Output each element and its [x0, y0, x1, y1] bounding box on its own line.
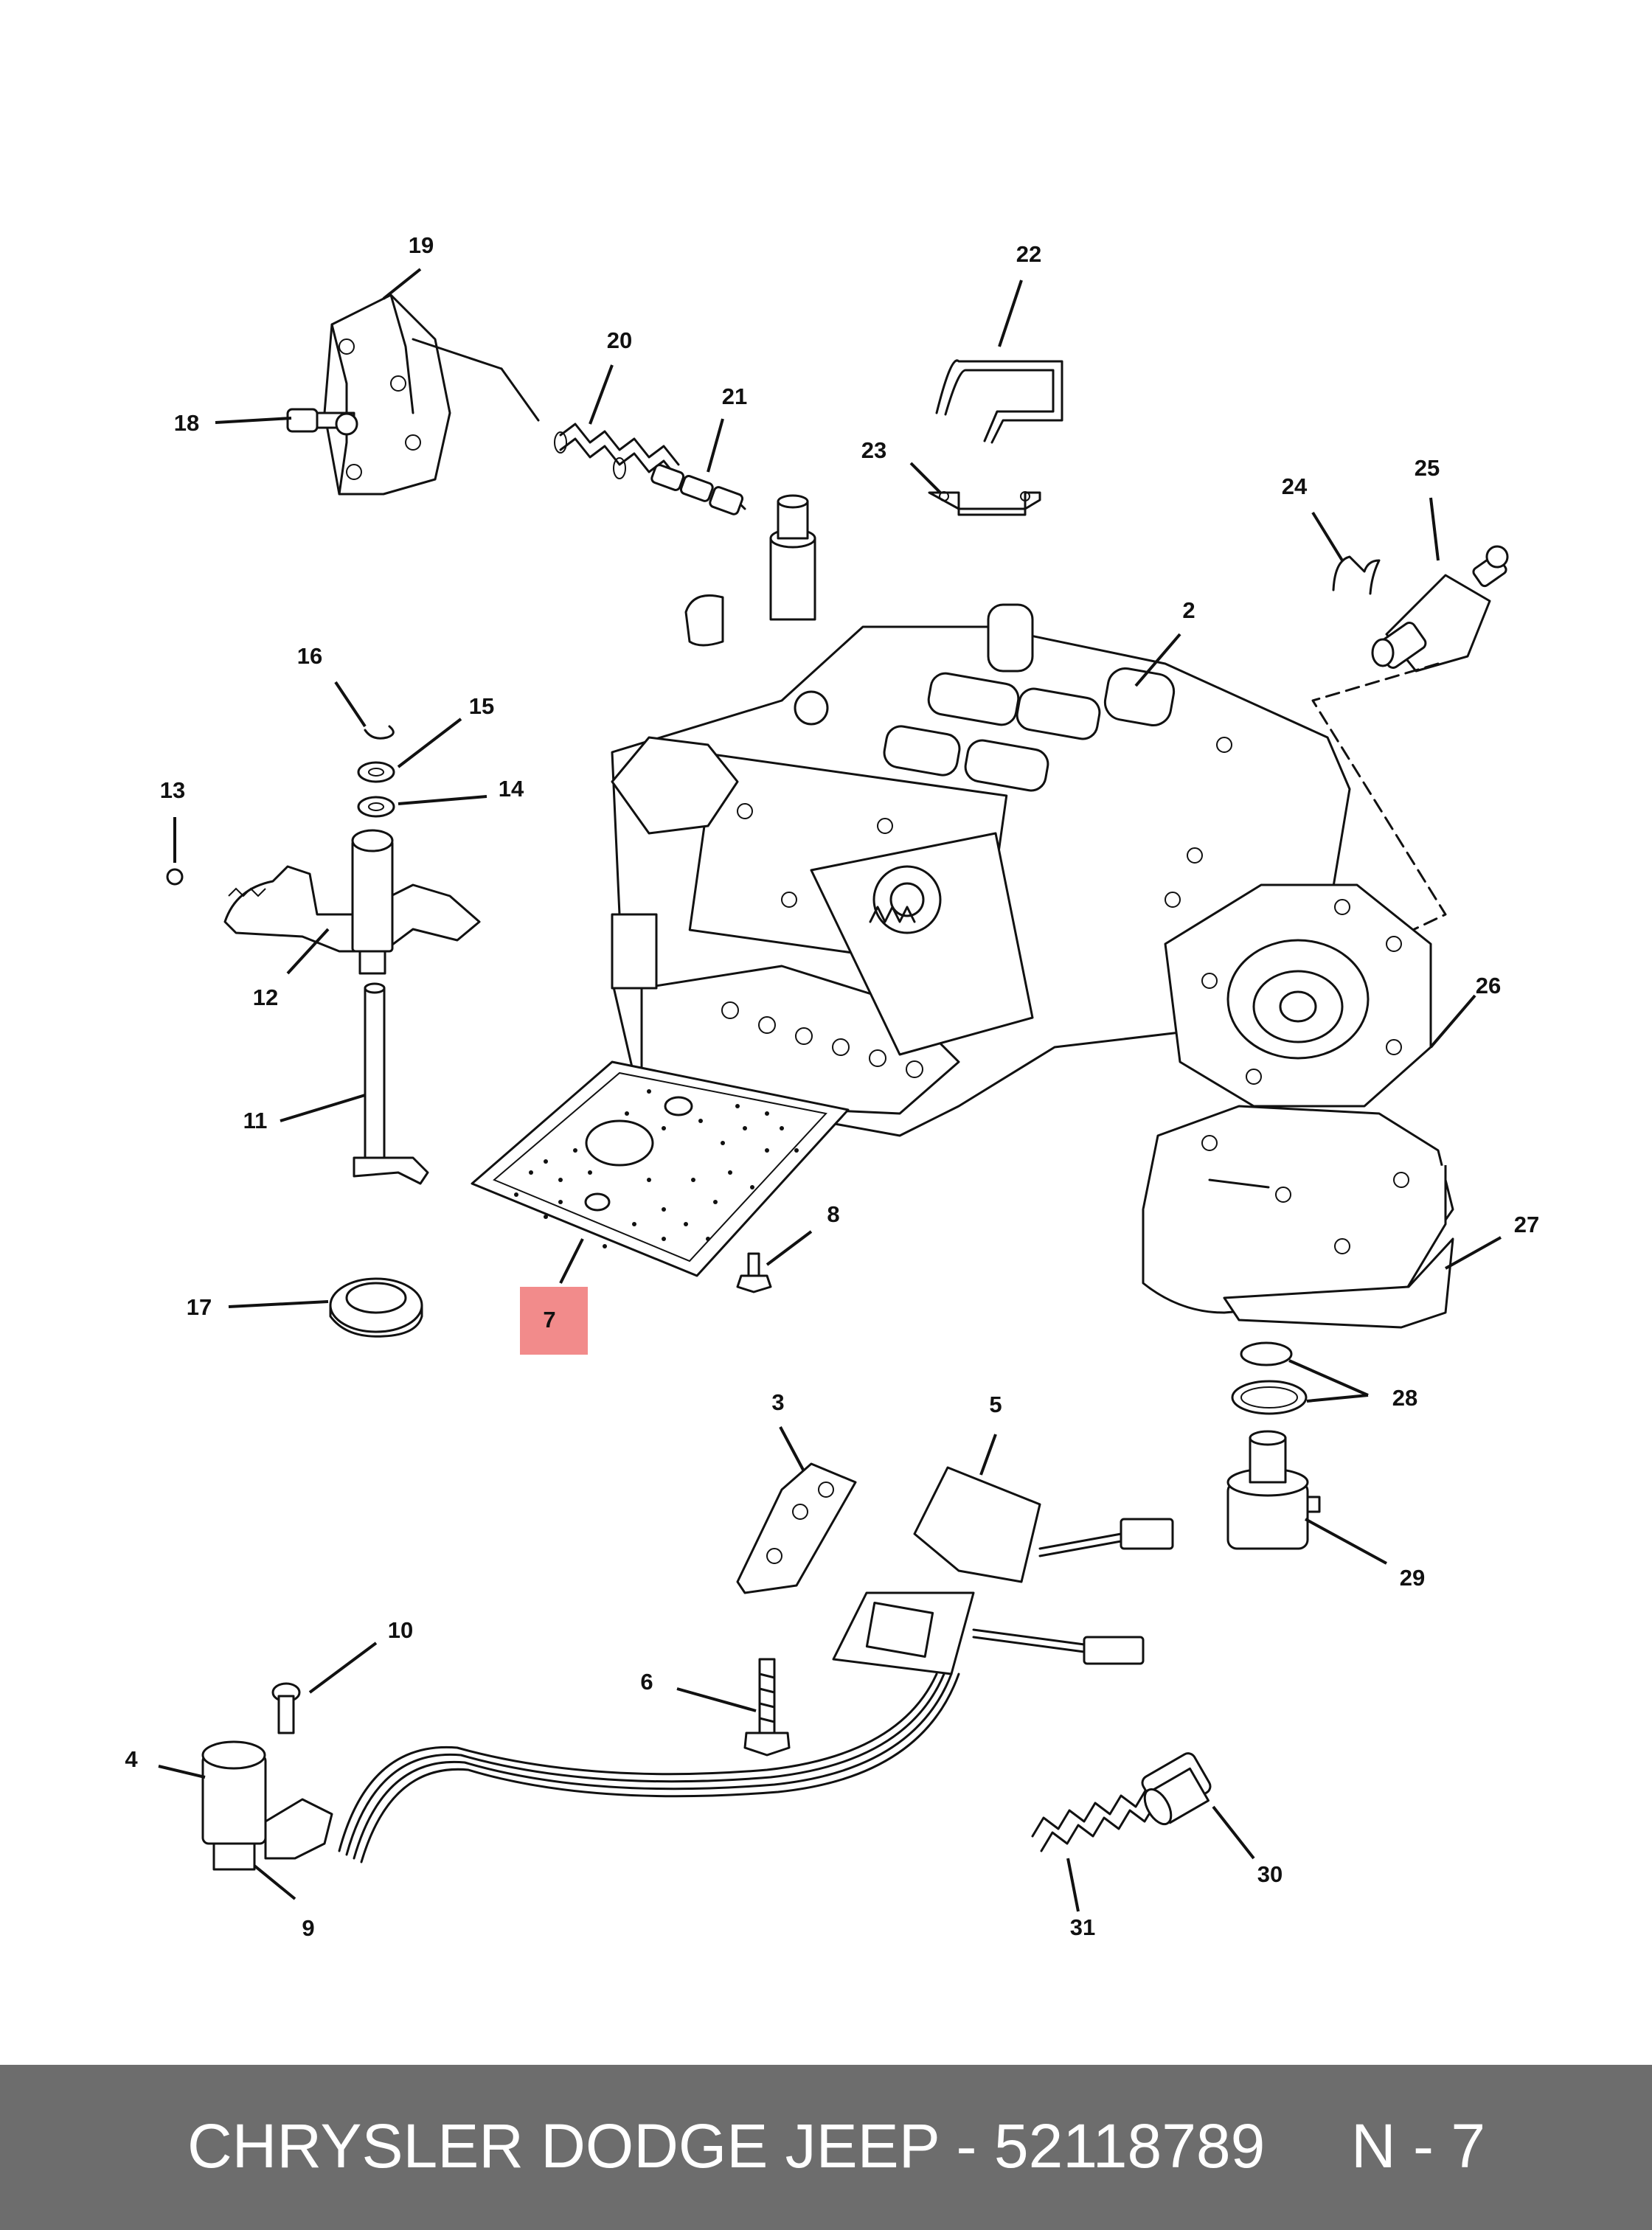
callout-11: 11 — [243, 1108, 268, 1133]
part-30-valve — [1141, 1752, 1212, 1826]
callout-4: 4 — [125, 1746, 138, 1772]
part-15-washer — [357, 761, 395, 783]
part-17-seal — [329, 1277, 423, 1338]
part-29-solenoid — [1226, 1430, 1321, 1550]
callout-29: 29 — [1400, 1565, 1425, 1591]
callout-5: 5 — [989, 1392, 1002, 1417]
callout-31: 31 — [1070, 1914, 1095, 1940]
part-10-screw — [271, 1682, 301, 1734]
part-18-bolt — [286, 408, 358, 436]
wire-harness — [338, 1672, 960, 1863]
callout-18: 18 — [174, 410, 199, 436]
part-4-sensor — [201, 1740, 333, 1871]
callout-6: 6 — [640, 1669, 653, 1695]
callout-28: 28 — [1392, 1385, 1417, 1411]
callout-17: 17 — [187, 1294, 212, 1320]
part-5-solenoid-pack — [832, 1466, 1174, 1675]
callout-15: 15 — [469, 693, 494, 719]
leader-lines — [158, 268, 1502, 1912]
part-23-clip — [928, 491, 1041, 516]
callout-26: 26 — [1476, 973, 1501, 998]
callout-20: 20 — [607, 327, 632, 353]
part-24-clip — [1332, 555, 1381, 595]
highlight-box-part-7 — [520, 1287, 588, 1355]
callout-16: 16 — [297, 643, 322, 669]
part-7-separator-plate — [471, 1060, 850, 1277]
part-caption: CHRYSLER DODGE JEEP - 52118789 N - 7 — [187, 2111, 1486, 2181]
part-caption-bar: CHRYSLER DODGE JEEP - 52118789 N - 7 — [0, 2065, 1652, 2230]
callout-23: 23 — [861, 437, 886, 463]
part-22-wire — [935, 359, 1063, 444]
callout-9: 9 — [302, 1915, 314, 1941]
callout-14: 14 — [499, 776, 524, 802]
part-27-housing — [1142, 1105, 1454, 1329]
part-28-o-rings — [1231, 1341, 1308, 1415]
part-8-screw — [736, 1252, 772, 1293]
part-14-washer — [357, 796, 395, 818]
part-19-bracket — [323, 293, 540, 496]
callout-10: 10 — [388, 1617, 413, 1643]
part-31-spring — [1031, 1787, 1157, 1852]
callout-30: 30 — [1257, 1861, 1283, 1887]
callout-19: 19 — [409, 232, 434, 258]
part-16-clip — [364, 725, 395, 740]
part-3-bracket — [736, 1462, 857, 1594]
exploded-parts-diagram: 19 18 20 21 22 23 24 25 2 16 15 14 13 12… — [125, 232, 1539, 1941]
part-21-valve — [650, 464, 746, 515]
part-6-bolt — [743, 1658, 791, 1757]
part-13-ball — [166, 868, 184, 886]
callout-8: 8 — [827, 1201, 839, 1227]
callout-22: 22 — [1016, 241, 1041, 267]
part-11-shaft — [353, 982, 429, 1185]
callout-2: 2 — [1182, 597, 1195, 623]
callout-labels: 19 18 20 21 22 23 24 25 2 16 15 14 13 12… — [125, 232, 1539, 1941]
callout-13: 13 — [160, 777, 185, 803]
callout-12: 12 — [253, 984, 278, 1010]
callout-7: 7 — [543, 1307, 555, 1333]
callout-3: 3 — [771, 1389, 784, 1415]
part-12-lever — [223, 829, 481, 975]
part-2-valve-body — [611, 494, 1351, 1137]
part-26-plate — [1164, 883, 1432, 1108]
callout-21: 21 — [722, 383, 747, 409]
callout-27: 27 — [1514, 1212, 1539, 1237]
callout-25: 25 — [1415, 455, 1440, 481]
part-25-solenoid — [1371, 545, 1509, 673]
callout-24: 24 — [1282, 473, 1308, 499]
